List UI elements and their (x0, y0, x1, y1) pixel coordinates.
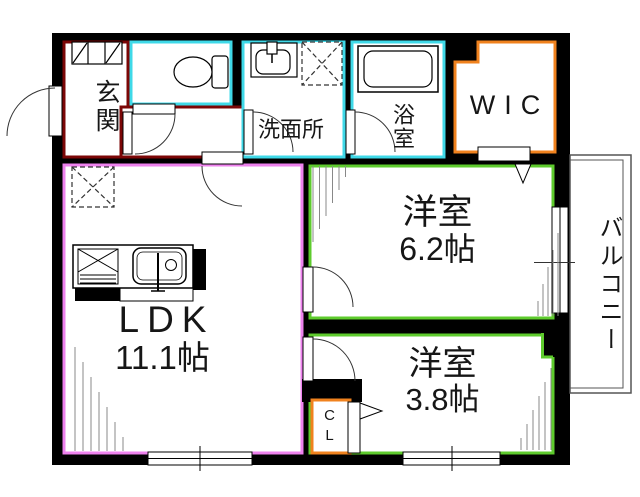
ldk-window (147, 446, 253, 471)
bedroom2-border-step (541, 333, 553, 359)
entrance-label: 玄関 (92, 79, 120, 135)
toilet-icon (173, 55, 229, 89)
balcony-outline (569, 154, 632, 394)
ldk-room (62, 163, 304, 455)
bedroom2-door (302, 336, 356, 382)
washing-machine-space-icon (301, 41, 343, 86)
folding-door-triangle-icon (514, 163, 532, 185)
folding-door-triangle-icon (359, 402, 384, 420)
bathtub-icon (357, 45, 439, 93)
wic-label: WIC (469, 90, 550, 120)
shoe-cabinet-icon (71, 41, 123, 65)
hatch-bedroom2-corner (520, 368, 552, 450)
closet-door (347, 401, 384, 454)
ldk-name: LDK (118, 299, 215, 340)
entrance-hall-door (122, 111, 133, 155)
wic-room (453, 40, 557, 154)
kitchen-counter (72, 244, 206, 302)
bedroom2-size: 3.8帖 (405, 382, 480, 418)
ldk-label: LDK 11.1帖 (60, 299, 265, 377)
bath-label: 浴室 (390, 103, 415, 151)
hatch-bedroom1-window (537, 233, 559, 316)
bedroom1-name: 洋室 (402, 193, 473, 232)
closet-room (310, 398, 352, 455)
wic-door (477, 146, 532, 185)
bedroom1-size: 6.2帖 (399, 231, 476, 268)
balcony-label: バルコニー (595, 215, 622, 355)
refrigerator-space-icon (71, 166, 115, 208)
washbasin-icon (250, 41, 298, 78)
bedroom1-balcony-window (534, 206, 575, 314)
wall-notch (541, 331, 559, 357)
entrance-door (6, 85, 63, 137)
washroom-door (243, 109, 294, 155)
hallway (119, 105, 245, 159)
hatch-ldk-corner (74, 347, 124, 451)
bedroom1-door (302, 266, 354, 313)
closet-label: CL (321, 407, 338, 447)
toilet-door (132, 103, 176, 155)
bedroom2-name: 洋室 (408, 345, 477, 383)
balcony-inner-outline (569, 159, 624, 389)
closet-wall (302, 379, 362, 402)
ldk-size: 11.1帖 (115, 339, 210, 377)
kitchen-sink-icon (132, 247, 187, 292)
bedroom1-label: 洋室 6.2帖 (320, 193, 555, 268)
hatch-bedroom1-top (312, 166, 346, 242)
bath-door (345, 109, 396, 155)
washroom-label: 洗面所 (258, 117, 325, 142)
bedroom2-label: 洋室 3.8帖 (325, 345, 560, 418)
kitchen-stove-icon (77, 248, 119, 285)
ldk-door (201, 151, 244, 207)
bedroom2-window (402, 446, 501, 471)
